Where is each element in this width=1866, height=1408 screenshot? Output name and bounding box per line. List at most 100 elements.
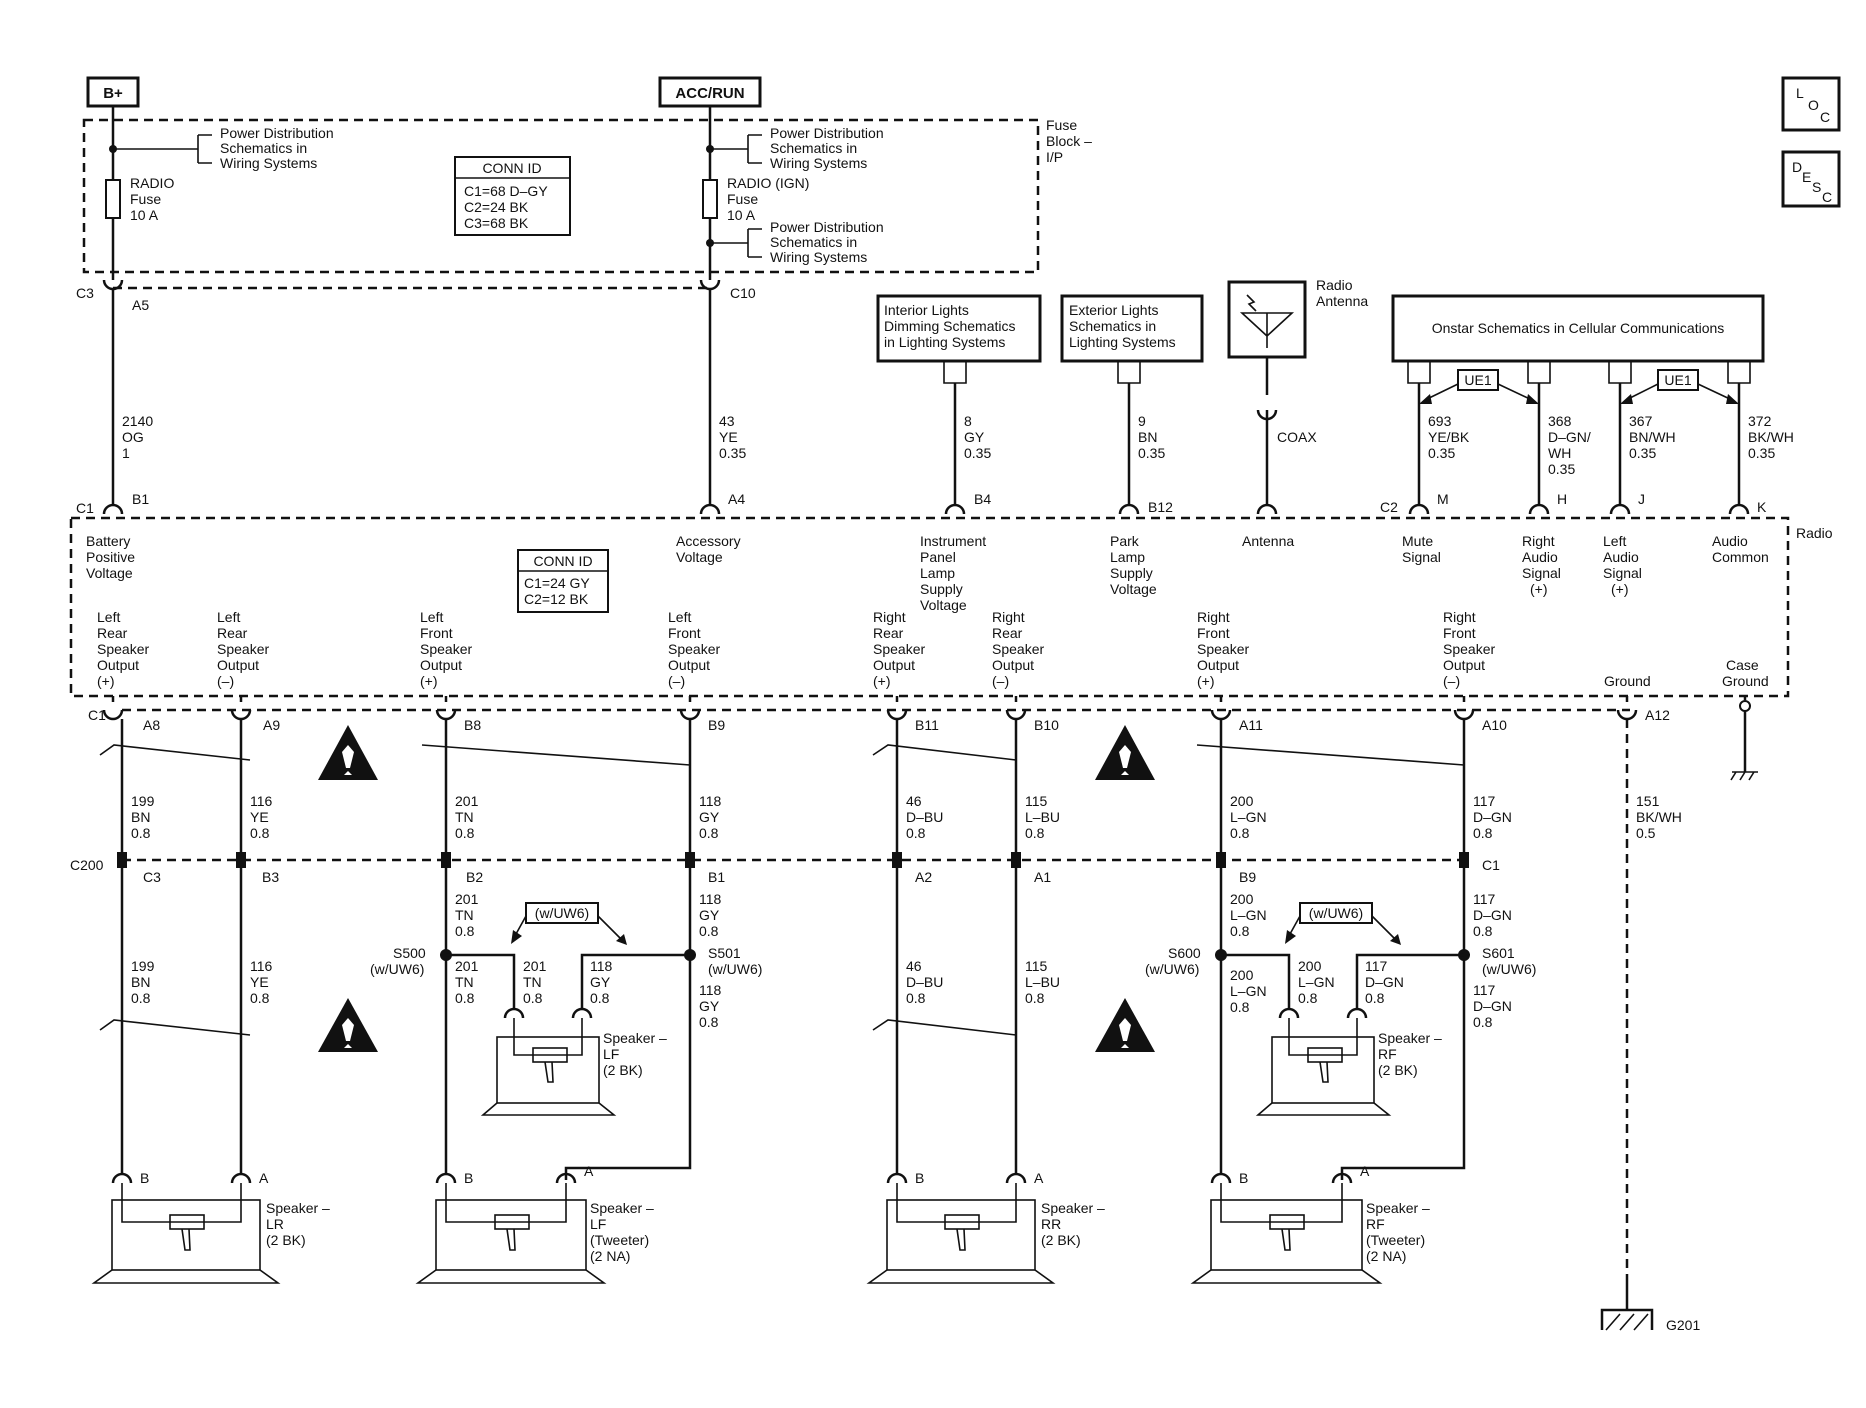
svg-text:C200: C200: [70, 857, 104, 873]
svg-text:Output: Output: [97, 657, 139, 673]
radio-label: Radio: [1796, 525, 1833, 541]
svg-text:D–GN/: D–GN/: [1548, 429, 1591, 445]
svg-text:0.8: 0.8: [250, 990, 270, 1006]
svg-text:Dimming Schematics: Dimming Schematics: [884, 318, 1015, 334]
onstar-ref[interactable]: Onstar Schematics in Cellular Communicat…: [1391, 294, 1765, 384]
speaker-lf: Speaker – LF (2 BK): [480, 1007, 667, 1116]
svg-text:Front: Front: [668, 625, 701, 641]
svg-text:K: K: [1757, 499, 1767, 515]
svg-text:Schematics in: Schematics in: [220, 140, 307, 156]
b-plus-label: B+: [103, 85, 123, 102]
svg-text:Speaker –: Speaker –: [1366, 1200, 1430, 1216]
svg-text:(w/UW6): (w/UW6): [535, 905, 589, 921]
svg-text:RF: RF: [1378, 1046, 1397, 1062]
svg-text:A12: A12: [1645, 707, 1670, 723]
svg-text:Output: Output: [1197, 657, 1239, 673]
svg-text:Rear: Rear: [873, 625, 904, 641]
interior-lights-ref[interactable]: Interior Lights Dimming Schematics in Li…: [876, 294, 1042, 384]
svg-text:0.8: 0.8: [1473, 825, 1493, 841]
svg-text:Speaker: Speaker: [668, 641, 720, 657]
svg-text:CONN ID: CONN ID: [533, 553, 592, 569]
svg-text:B3: B3: [262, 869, 279, 885]
svg-text:RR: RR: [1041, 1216, 1061, 1232]
svg-text:Wiring Systems: Wiring Systems: [770, 249, 867, 265]
svg-text:B1: B1: [708, 869, 725, 885]
svg-text:Common: Common: [1712, 549, 1769, 565]
svg-text:Speaker –: Speaker –: [1041, 1200, 1105, 1216]
svg-text:Output: Output: [873, 657, 915, 673]
svg-text:200: 200: [1230, 793, 1254, 809]
svg-text:Interior Lights: Interior Lights: [884, 302, 969, 318]
svg-text:RADIO (IGN): RADIO (IGN): [727, 175, 809, 191]
svg-text:C2: C2: [1380, 499, 1398, 515]
svg-text:Radio: Radio: [1316, 277, 1353, 293]
splices: S500(w/UW6) S501(w/UW6) S600(w/UW6) S601…: [370, 902, 1536, 1010]
svg-text:Left: Left: [420, 609, 443, 625]
svg-text:(2 NA): (2 NA): [1366, 1248, 1406, 1264]
svg-text:L–GN: L–GN: [1230, 983, 1267, 999]
svg-text:8: 8: [964, 413, 972, 429]
svg-text:A11: A11: [1239, 717, 1263, 733]
svg-text:(+): (+): [1611, 581, 1629, 597]
svg-text:Lamp: Lamp: [1110, 549, 1145, 565]
svg-text:B: B: [915, 1170, 924, 1186]
svg-text:Mute: Mute: [1402, 533, 1433, 549]
svg-text:Audio: Audio: [1603, 549, 1639, 565]
b-plus-source: B+: [86, 76, 140, 108]
svg-text:0.8: 0.8: [1473, 923, 1493, 939]
radio-output-pins: C1 A8 A9 B8 B9 B11 B10 A11 A10 A12: [88, 696, 1758, 781]
svg-text:BN: BN: [131, 974, 150, 990]
svg-text:0.35: 0.35: [1548, 461, 1575, 477]
svg-text:Right: Right: [1197, 609, 1230, 625]
svg-text:C2=12 BK: C2=12 BK: [524, 591, 589, 607]
svg-text:117: 117: [1473, 891, 1496, 907]
svg-text:Left: Left: [97, 609, 120, 625]
svg-text:Output: Output: [217, 657, 259, 673]
svg-text:YE: YE: [250, 974, 269, 990]
svg-text:Front: Front: [1443, 625, 1476, 641]
svg-text:I/P: I/P: [1046, 149, 1063, 165]
acc-run-label: ACC/RUN: [675, 85, 744, 102]
svg-text:115: 115: [1025, 958, 1048, 974]
svg-text:0.5: 0.5: [1636, 825, 1656, 841]
svg-text:1: 1: [122, 445, 130, 461]
svg-text:WH: WH: [1548, 445, 1571, 461]
svg-text:Ground: Ground: [1604, 673, 1651, 689]
speaker-lr: B A Speaker – LR (2 BK): [91, 1170, 330, 1284]
svg-text:BK/WH: BK/WH: [1636, 809, 1682, 825]
desc-icon[interactable]: D E S C: [1781, 150, 1841, 208]
svg-text:(w/UW6): (w/UW6): [1482, 961, 1536, 977]
svg-text:S600: S600: [1168, 945, 1201, 961]
speaker-rf-tweeter: B A Speaker – RF (Tweeter) (2 NA): [1190, 1163, 1430, 1284]
svg-text:0.8: 0.8: [1230, 825, 1250, 841]
svg-text:A: A: [1360, 1163, 1370, 1179]
svg-text:D–BU: D–BU: [906, 809, 943, 825]
svg-text:YE/BK: YE/BK: [1428, 429, 1470, 445]
warning-icons[interactable]: [318, 725, 1155, 1052]
exterior-lights-ref[interactable]: Exterior Lights Schematics in Lighting S…: [1060, 294, 1204, 384]
svg-text:C3=68 BK: C3=68 BK: [464, 215, 529, 231]
svg-text:(+): (+): [97, 673, 115, 689]
svg-text:A: A: [1034, 1170, 1044, 1186]
loc-icon[interactable]: L O C: [1781, 76, 1841, 132]
svg-text:Block –: Block –: [1046, 133, 1092, 149]
svg-text:0.8: 0.8: [523, 990, 543, 1006]
twisted-pair-marks: [99, 744, 1465, 1036]
svg-text:Right: Right: [992, 609, 1025, 625]
svg-text:YE: YE: [250, 809, 269, 825]
svg-text:200: 200: [1230, 967, 1254, 983]
svg-text:Case: Case: [1726, 657, 1759, 673]
svg-text:A5: A5: [132, 297, 149, 313]
svg-text:0.8: 0.8: [1473, 1014, 1493, 1030]
svg-text:C3: C3: [143, 869, 161, 885]
svg-text:B9: B9: [708, 717, 725, 733]
svg-text:Schematics in: Schematics in: [770, 234, 857, 250]
svg-text:RADIO: RADIO: [130, 175, 174, 191]
svg-text:LF: LF: [590, 1216, 606, 1232]
svg-text:0.8: 0.8: [1230, 923, 1250, 939]
svg-text:10 A: 10 A: [130, 207, 159, 223]
svg-text:B: B: [140, 1170, 149, 1186]
warning-icon: [318, 998, 378, 1052]
